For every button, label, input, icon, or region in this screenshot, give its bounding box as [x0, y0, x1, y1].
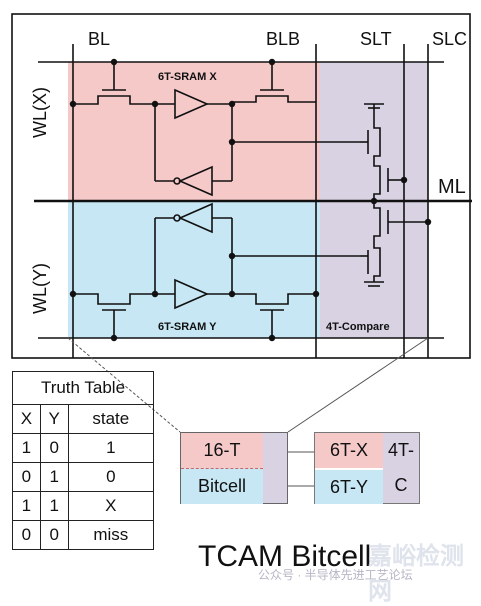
bitcell-bottom-right	[263, 468, 287, 503]
node-dot	[69, 100, 77, 108]
table-cell: 1	[12, 433, 41, 463]
split-x: 6T-X	[315, 433, 383, 468]
col-header: Y	[39, 404, 69, 434]
zoom-line-right	[287, 337, 429, 433]
node-dot	[228, 100, 236, 108]
sram-y-label: 6T-SRAM Y	[158, 321, 217, 333]
table-cell: 1	[39, 491, 69, 521]
split-y-label: 6T-Y	[329, 476, 368, 497]
tcam-schematic: BL BLB SLT SLC ML WL(X) WL(Y) 6T-SRAM X …	[11, 13, 472, 487]
node-dot	[110, 58, 118, 66]
bitcell-top-right	[263, 433, 287, 468]
node-dot	[370, 197, 378, 205]
node-dot	[151, 290, 159, 298]
table-row: 0 1 0	[12, 462, 155, 492]
bitcell-top: 16-T	[181, 433, 263, 468]
node-dot	[424, 218, 432, 226]
table-cell: 0	[39, 520, 69, 550]
table-cell: 0	[39, 433, 69, 463]
watermark-text: 公众号 · 半导体先进工艺论坛	[258, 568, 413, 582]
table-cell: 1	[12, 491, 41, 521]
sram-y-circuit	[73, 202, 360, 338]
split-box: 6T-X 6T-Y 4T- C	[314, 432, 420, 504]
node-dot	[69, 290, 77, 298]
wlx-label: WL(X)	[30, 87, 50, 138]
table-cell: 1	[39, 462, 69, 492]
ml-label: ML	[438, 176, 466, 198]
compare-circuit	[360, 103, 428, 287]
zoom-line-left	[67, 337, 181, 433]
table-row: 1 0 1	[12, 433, 155, 463]
split-c: 4T- C	[383, 433, 419, 503]
truth-table-title: Truth Table	[12, 371, 154, 405]
table-cell: 0	[12, 520, 41, 550]
table-cell: 0	[12, 462, 41, 492]
node-dot	[228, 138, 236, 146]
slc-label: SLC	[432, 29, 467, 49]
split-c-bottom-label: C	[394, 475, 408, 495]
table-row: 1 1 X	[12, 491, 155, 521]
bitcell-bottom-label: Bitcell	[197, 476, 246, 496]
table-cell: 1	[67, 433, 155, 463]
bitcell-top-label: 16-T	[203, 440, 241, 460]
node-dot	[312, 290, 320, 298]
cell-frame	[11, 13, 471, 359]
bitcell-bottom: Bitcell	[181, 468, 263, 504]
bl-label: BL	[88, 29, 110, 49]
table-cell: 0	[67, 462, 155, 492]
wly-label: WL(Y)	[30, 263, 50, 314]
col-header: X	[12, 404, 41, 434]
bitcell-box: 16-T Bitcell	[180, 432, 288, 504]
sram-x-region	[68, 62, 320, 200]
sram-y-region	[68, 202, 320, 338]
blb-label: BLB	[266, 29, 300, 49]
truth-table: Truth Table X Y state 1 0 1 0 1 0 1 1 X …	[12, 371, 155, 550]
node-dot	[268, 58, 276, 66]
table-cell: miss	[67, 520, 155, 550]
split-c-top-label: 4T-	[387, 440, 414, 460]
table-cell: X	[67, 491, 155, 521]
figure-title: TCAM Bitcell	[198, 540, 372, 573]
node-dot	[268, 334, 276, 342]
node-dot	[228, 252, 236, 260]
slt-label: SLT	[360, 29, 392, 49]
node-dot	[228, 290, 236, 298]
compare-label: 4T-Compare	[326, 321, 390, 333]
node-dot	[151, 100, 159, 108]
col-header: state	[67, 404, 155, 434]
table-row: 0 0 miss	[12, 520, 155, 550]
sram-x-label: 6T-SRAM X	[158, 71, 217, 83]
split-y: 6T-Y	[315, 469, 383, 504]
node-dot	[110, 334, 118, 342]
node-dot	[400, 176, 408, 184]
split-x-label: 6T-X	[329, 440, 368, 460]
